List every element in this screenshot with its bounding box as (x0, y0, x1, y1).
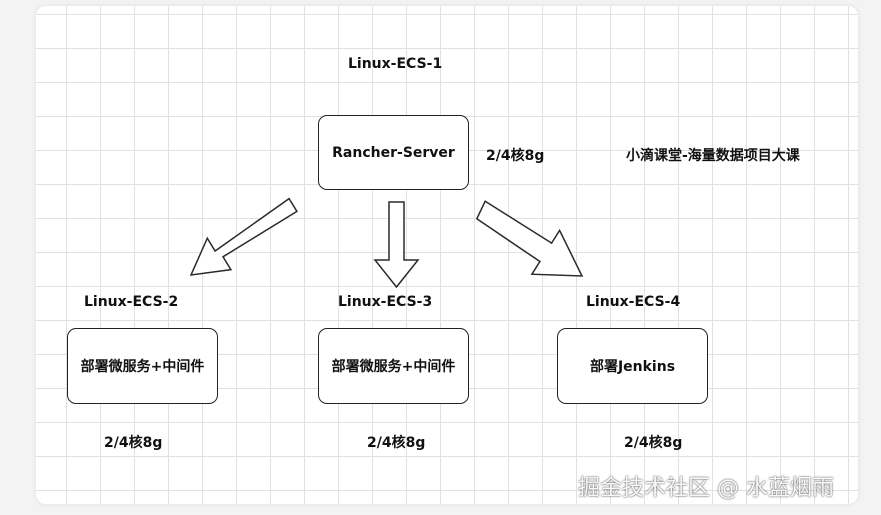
microservices-middleware-box-ecs-3: 部署微服务+中间件 (318, 328, 469, 404)
host-label-ecs-3: Linux-ECS-3 (338, 294, 433, 310)
spec-label-ecs-2: 2/4核8g (104, 435, 163, 451)
course-title: 小滴课堂-海量数据项目大课 (626, 148, 800, 164)
host-label-ecs-1: Linux-ECS-1 (348, 56, 443, 72)
host-label-ecs-4: Linux-ECS-4 (586, 294, 681, 310)
microservices-middleware-box-ecs-2: 部署微服务+中间件 (67, 328, 218, 404)
diagram-canvas (36, 6, 858, 504)
spec-label-ecs-1: 2/4核8g (486, 148, 545, 164)
spec-label-ecs-3: 2/4核8g (367, 435, 426, 451)
arrow-to-ecs-4 (475, 200, 584, 277)
arrow-to-ecs-2 (189, 197, 298, 276)
arrow-to-ecs-3 (373, 201, 420, 289)
host-label-ecs-2: Linux-ECS-2 (84, 294, 179, 310)
rancher-server-box: Rancher-Server (318, 115, 469, 190)
jenkins-box-ecs-4: 部署Jenkins (557, 328, 708, 404)
spec-label-ecs-4: 2/4核8g (624, 435, 683, 451)
watermark: 掘金技术社区 @ 水蓝烟雨 (578, 476, 834, 501)
